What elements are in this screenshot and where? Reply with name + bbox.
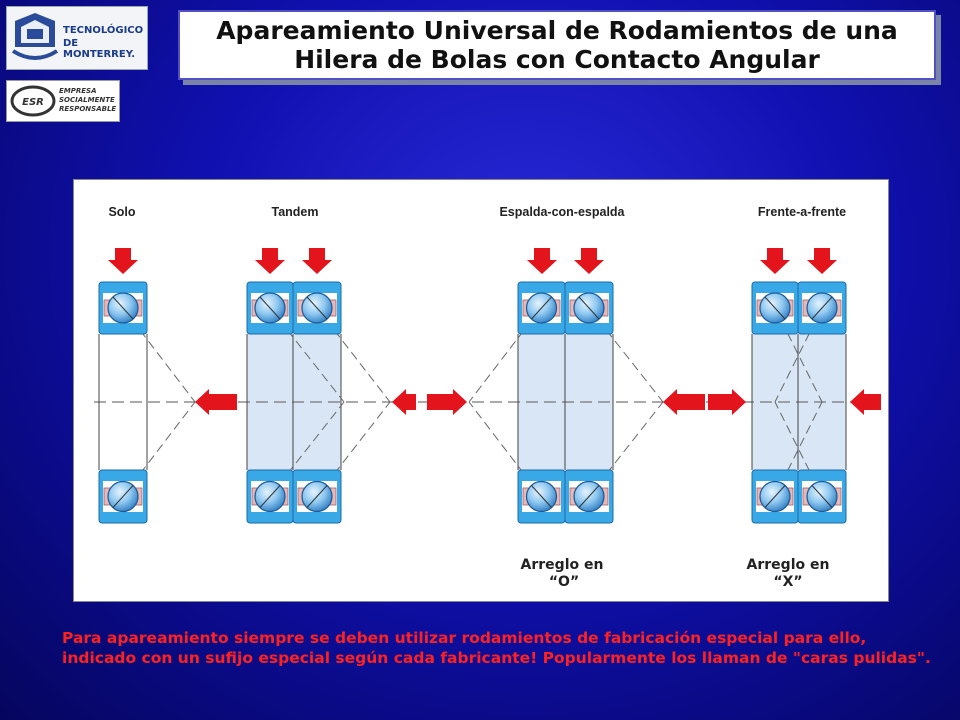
- bearing-diagram: Solo Tandem Espalda-con-espalda Frente-a-fr…: [73, 179, 889, 602]
- esr-line2: SOCIALMENTE: [59, 96, 115, 104]
- contact-line: [259, 485, 281, 508]
- caption-o-line2: “O”: [549, 574, 579, 590]
- o-bearing-1-bottom: [517, 469, 566, 524]
- tec-monterrey-logo: TECNOLÓGICO DE MONTERREY.: [6, 6, 148, 70]
- esr-mark-text: ESR: [22, 97, 44, 108]
- o-bearing-1-body: [518, 334, 565, 470]
- esr-mark-icon: ESR: [10, 85, 56, 117]
- contact-line: [306, 485, 328, 508]
- o-bearing-1-top: [517, 281, 566, 335]
- esr-line1: EMPRESA: [59, 87, 97, 95]
- tandem-bearing-1-top: [246, 281, 294, 335]
- contact-line: [259, 296, 281, 320]
- contact-line: [578, 296, 600, 320]
- caption-x-line1: Arreglo en: [747, 557, 830, 573]
- contact-line: [112, 296, 134, 320]
- contact-line: [306, 296, 328, 320]
- title-box: Apareamiento Universal de Rodamientos de…: [178, 10, 936, 80]
- title-line1: Apareamiento Universal de Rodamientos de…: [216, 16, 898, 45]
- tec-logo-line1: TECNOLÓGICO: [63, 25, 144, 36]
- red-arrow-horizontal-icon: [708, 389, 746, 415]
- red-arrow-down-icon: [760, 248, 790, 274]
- bearing-diagram-svg: Solo Tandem Espalda-con-espalda Frente-a-fr…: [94, 205, 882, 590]
- red-arrow-horizontal-icon: [850, 389, 881, 415]
- contact-line: [578, 485, 600, 508]
- contact-line: [764, 485, 786, 508]
- caption-x-line2: “X”: [773, 574, 802, 590]
- tec-logo-line2: DE MONTERREY.: [63, 38, 136, 60]
- red-arrow-down-icon: [255, 248, 285, 274]
- contact-line: [112, 485, 134, 508]
- solo-bearing-bottom: [98, 469, 148, 524]
- contact-line: [811, 485, 833, 508]
- red-arrow-down-icon: [302, 248, 332, 274]
- label-solo: Solo: [108, 205, 135, 219]
- tandem-bearing-1-body: [247, 334, 293, 470]
- tec-seal-icon: [11, 13, 59, 60]
- tandem-bearing-2-bottom: [292, 469, 342, 524]
- label-espalda-con-espalda: Espalda-con-espalda: [499, 205, 625, 219]
- esr-line3: RESPONSABLE: [59, 105, 117, 113]
- contact-line: [811, 296, 833, 320]
- solo-bearing-top: [98, 281, 148, 335]
- x-bearing-2-top: [797, 281, 847, 335]
- contact-line: [764, 296, 786, 320]
- red-arrow-down-icon: [108, 248, 138, 274]
- red-arrow-down-icon: [527, 248, 557, 274]
- tandem-bearing-2-top: [292, 281, 342, 335]
- label-frente-a-frente: Frente-a-frente: [758, 205, 846, 219]
- label-tandem: Tandem: [272, 205, 319, 219]
- x-bearing-1-bottom: [751, 469, 799, 524]
- contact-line: [531, 296, 552, 320]
- red-arrow-horizontal-icon: [427, 389, 467, 415]
- red-arrow-down-icon: [574, 248, 604, 274]
- contact-line: [531, 485, 552, 508]
- esr-logo: ESR EMPRESA SOCIALMENTE RESPONSABLE: [6, 80, 120, 122]
- caption-o-line1: Arreglo en: [521, 557, 604, 573]
- o-bearing-2-bottom: [564, 469, 614, 524]
- x-bearing-2-bottom: [797, 469, 847, 524]
- o-bearing-2-top: [564, 281, 614, 335]
- note-text: Para apareamiento siempre se deben utili…: [62, 629, 931, 667]
- red-arrow-horizontal-icon: [392, 389, 416, 415]
- red-arrow-down-icon: [807, 248, 837, 274]
- title-line2: Hilera de Bolas con Contacto Angular: [294, 45, 820, 74]
- tandem-bearing-1-bottom: [246, 469, 294, 524]
- x-bearing-1-top: [751, 281, 799, 335]
- red-arrow-horizontal-icon: [663, 389, 705, 415]
- red-arrow-horizontal-icon: [195, 389, 237, 415]
